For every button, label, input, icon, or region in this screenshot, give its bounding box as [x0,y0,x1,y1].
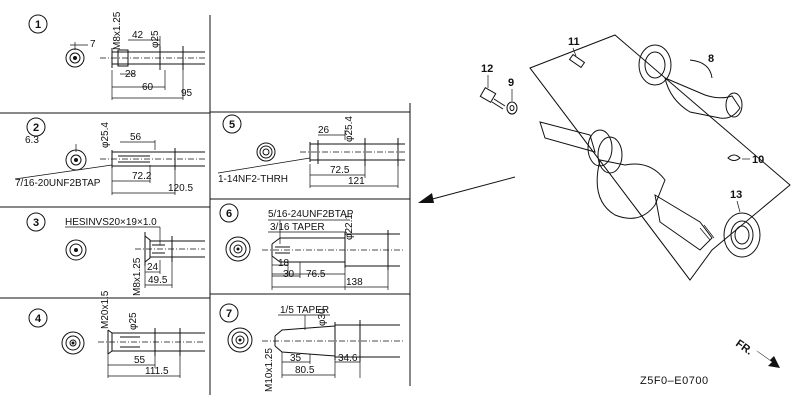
panel-number: 2 [33,122,39,134]
dim-label: 3/16 TAPER [270,222,325,233]
dim-label: φ22.1 [344,214,355,240]
panel-number: 4 [35,313,42,325]
part-number: 12 [481,63,493,75]
dim-label: M10x1.25 [264,348,275,392]
dim-label: 111.5 [145,366,169,377]
dim-label: 28 [125,69,137,80]
shaft-end-view [65,239,87,261]
dim-label: φ25.4 [100,122,111,148]
part-number: 9 [508,77,514,89]
panel-number-circle [28,14,48,34]
dim-label: 1/5 TAPER [280,305,329,316]
panel-3: 3 HESINVS20×19×1.0 M8x1.25 24 49.5 [26,212,205,296]
key-part [727,154,741,161]
dim-label: φ30 [317,308,328,326]
shaft-side-view [100,36,205,100]
panel-number: 5 [229,119,235,131]
dim-label: 95 [181,88,193,99]
dim-label: 72.5 [330,165,350,176]
dim-label: φ25.4 [344,116,355,142]
dim-label: 7/16-20UNF2BTAP [15,178,101,189]
dim-label: 76.5 [306,269,326,280]
part-number: 8 [708,53,714,65]
shaft-end-view [61,331,85,355]
panel-number: 3 [33,217,39,229]
dim-label: 18 [278,258,290,269]
panel-number: 6 [226,208,232,220]
panel-number-circle [26,117,46,137]
dim-label: φ25 [128,312,139,330]
shaft-side-view [262,320,405,378]
part-number: 11 [568,36,580,48]
panel-7: 7 1/5 TAPER φ30 M10x1.25 35 34.6 [219,303,405,392]
panel-number-circle [28,308,48,328]
panel-number: 7 [226,308,232,320]
shaft-end-view [225,236,251,262]
front-arrow-icon [756,350,780,368]
diagram-code: Z5F0–E0700 [640,375,709,387]
panel-4: 4 M20x1.5 φ25 55 111.5 [28,290,205,378]
panel-6: 6 5/16-24UNF2BTAP φ22.1 3/16 TAPER [219,203,405,290]
dim-label: 7 [90,39,96,50]
shaft-end-view [256,142,276,162]
pointer-arrow-icon [418,176,516,203]
dim-label: 1-14NF2-THRH [218,174,288,185]
dim-label: 6.3 [25,135,39,146]
dim-label: 24 [147,262,159,273]
dim-label: 56 [130,132,142,143]
dim-label: M8x1.25 [112,11,123,50]
panel-number-circle [222,114,242,134]
dim-label: M20x1.5 [100,290,111,329]
shaft-end-view [65,42,85,68]
direction-label: FR. [733,338,754,358]
bearing-part [723,212,761,258]
shaft-end-view [65,144,87,171]
dim-label: 35 [290,353,302,364]
shaft-side-view [300,130,405,188]
shaft-side-view [98,328,205,378]
dim-label: 34.6 [338,353,358,364]
shaft-side-view [135,232,205,288]
panel-5: 5 26 φ25.4 72.5 1-14NF2-THRH 121 [217,114,405,188]
crankshaft-assembly: 11 8 12 9 [479,34,791,281]
shaft-end-view [227,327,253,353]
dim-label: 30 [283,269,295,280]
shaft-side-view [100,140,205,195]
panel-2: 2 6.3 φ25.4 56 7/16-20UNF2BTAP 72.2 120.… [14,117,205,195]
bolt-part [479,86,506,110]
panel-number-circle [219,303,239,323]
dim-label: 138 [346,277,363,288]
dim-label: 26 [318,125,330,136]
dim-label: φ25 [150,30,161,48]
panel-grid [0,15,411,395]
woodruff-key-part [568,53,586,69]
dim-label: 120.5 [168,183,193,194]
dim-label: 5/16-24UNF2BTAP [268,209,354,220]
part-number: 13 [730,189,742,201]
dim-label: M8x1.25 [132,257,143,296]
gear-assembly-part [638,44,743,119]
crankshaft-part [539,121,715,251]
dim-label: 80.5 [295,365,315,376]
dim-label: 60 [142,82,154,93]
dim-label: 72.2 [132,171,152,182]
panel-1: 1 7 42 M8x1.25 φ25 28 60 95 [28,11,205,100]
dim-label: 121 [348,176,365,187]
front-direction-indicator: FR. [733,338,780,368]
part-number: 10 [752,154,764,166]
panel-number-circle [219,203,239,223]
dim-label: 42 [132,30,144,41]
dim-label: HESINVS20×19×1.0 [65,217,157,228]
panel-number-circle [26,212,46,232]
dim-label: 55 [134,355,146,366]
panel-number: 1 [35,19,41,31]
washer-part [506,101,518,115]
dim-label: 49.5 [148,275,168,286]
